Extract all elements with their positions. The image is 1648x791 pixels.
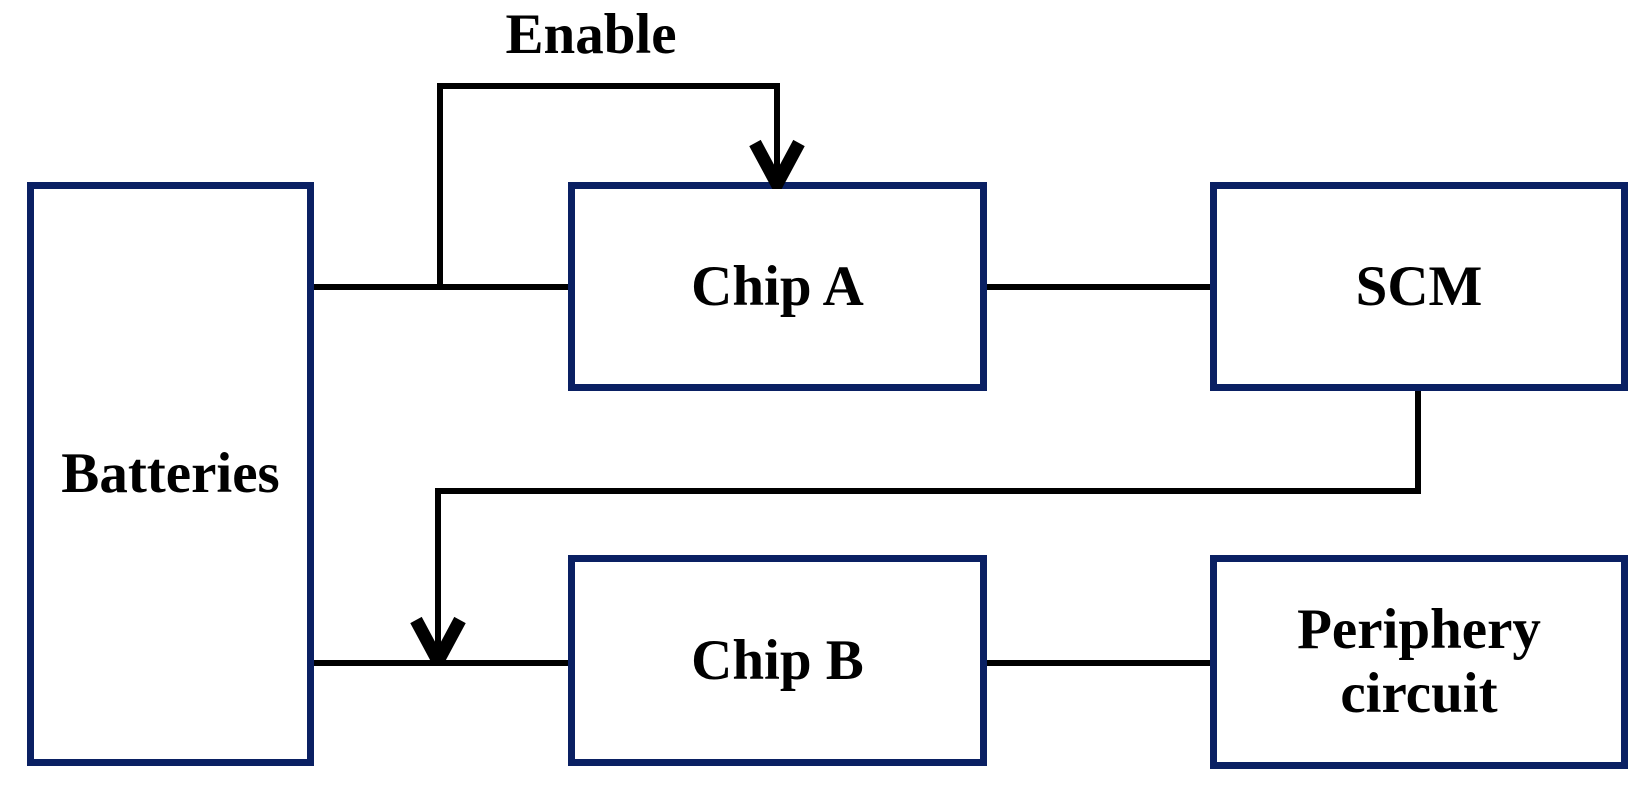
edge-enable-horizontal (437, 83, 780, 89)
node-chip-a: Chip A (568, 182, 987, 391)
edge-scm-feedback-drop (435, 488, 441, 658)
node-scm: SCM (1210, 182, 1628, 391)
node-batteries-label: Batteries (61, 442, 280, 506)
edge-chip-a-to-scm (986, 284, 1211, 290)
node-chip-a-label: Chip A (691, 254, 864, 318)
edge-enable-drop (774, 83, 780, 181)
node-chip-b-label: Chip B (691, 628, 864, 692)
arrowhead-down-icon (410, 616, 466, 666)
edge-chip-b-to-periphery (986, 660, 1211, 666)
arrowhead-down-icon (749, 139, 805, 189)
node-scm-label: SCM (1355, 254, 1483, 318)
enable-edge-label: Enable (505, 3, 677, 66)
node-batteries: Batteries (27, 182, 314, 766)
edge-enable-riser (437, 83, 443, 290)
node-periphery-circuit: Periphery circuit (1210, 555, 1628, 769)
node-periphery-circuit-label: Periphery circuit (1297, 598, 1541, 725)
edge-scm-drop (1415, 390, 1421, 494)
node-chip-b: Chip B (568, 555, 987, 766)
edge-scm-feedback-horizontal (435, 488, 1421, 494)
